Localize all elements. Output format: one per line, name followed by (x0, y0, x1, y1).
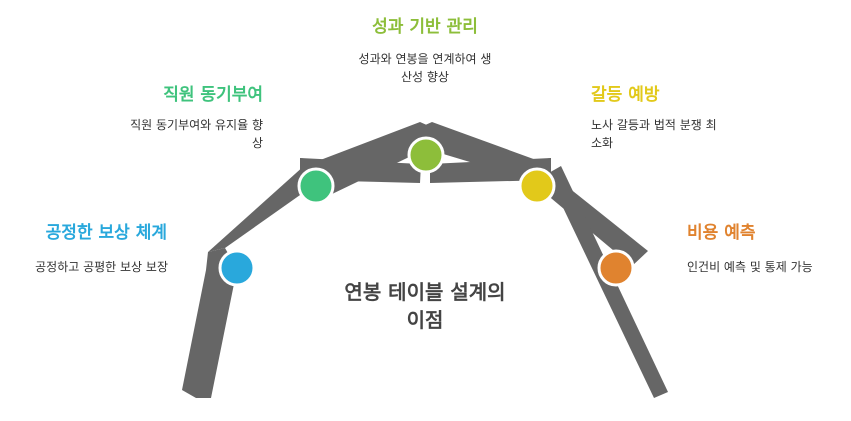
node-cost-desc: 인건비 예측 및 통제 가능 (687, 260, 813, 274)
node-performance-title: 성과 기반 관리 (372, 17, 478, 37)
left-outer-leg (182, 248, 237, 398)
node-performance-desc-line2: 산성 향상 (401, 70, 449, 84)
node-fair-desc: 공정하고 공평한 보상 보장 (35, 260, 168, 274)
node-performance-circle (407, 136, 445, 174)
node-fair-title: 공정한 보상 체계 (45, 223, 167, 243)
node-performance-desc: 성과와 연봉을 연계하여 생 산성 향상 (325, 50, 525, 86)
center-title-line2: 이점 (406, 308, 444, 332)
left-lower-beam (208, 160, 327, 252)
node-motivation-desc: 직원 동기부여와 유지율 향 상 (130, 116, 263, 152)
node-fair-circle (218, 249, 256, 287)
node-conflict-desc-line2: 소화 (591, 136, 614, 150)
node-motivation-desc-line2: 상 (251, 136, 263, 150)
node-cost-circle (597, 249, 635, 287)
node-motivation-circle (297, 167, 335, 205)
node-conflict-title: 갈등 예방 (591, 85, 660, 105)
node-conflict-circle (518, 167, 556, 205)
right-top-bar (430, 158, 551, 183)
node-motivation-desc-line1: 직원 동기부여와 유지율 향 (130, 118, 263, 132)
node-motivation-title: 직원 동기부여 (163, 85, 263, 105)
center-title: 연봉 테이블 설계의 이점 (300, 278, 550, 334)
center-title-line1: 연봉 테이블 설계의 (344, 280, 506, 304)
node-performance-desc-line1: 성과와 연봉을 연계하여 생 (358, 52, 492, 66)
node-cost-title: 비용 예측 (687, 223, 756, 243)
node-conflict-desc: 노사 갈등과 법적 분쟁 최 소화 (591, 116, 717, 152)
node-conflict-desc-line1: 노사 갈등과 법적 분쟁 최 (591, 118, 717, 132)
